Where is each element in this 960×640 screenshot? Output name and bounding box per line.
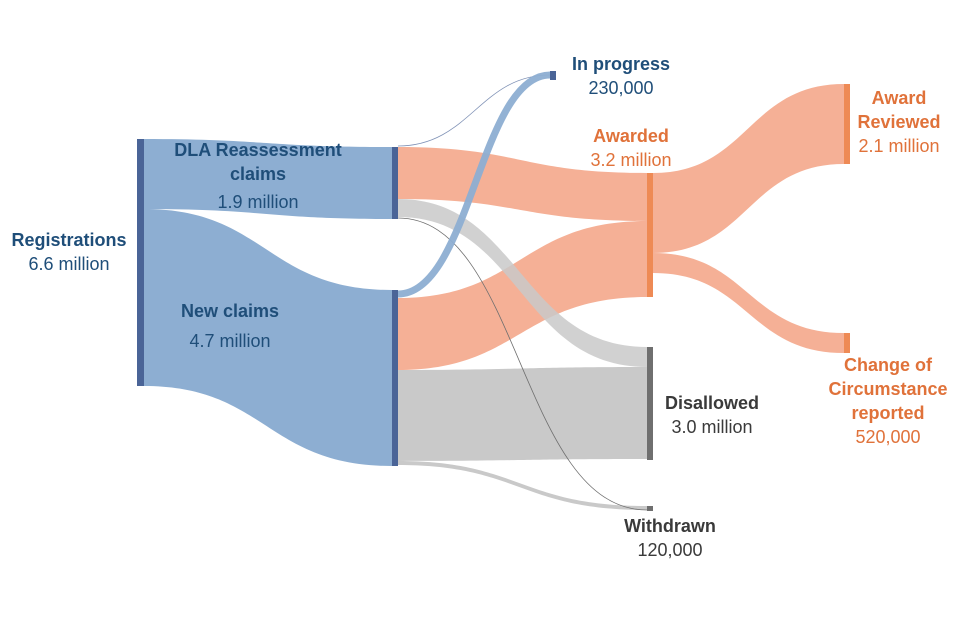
label-coc-name-line3: reported: [851, 403, 925, 423]
label-coc-value: 520,000: [855, 427, 921, 447]
flow-registrations-to-dla: [144, 139, 392, 219]
label-dla-name-line2: claims: [229, 164, 287, 184]
label-award-reviewed-name-line1: Award: [871, 88, 927, 108]
flow-dla-to-withdrawn: [397, 217, 648, 511]
label-withdrawn-name: Withdrawn: [624, 516, 716, 536]
label-in-progress-name: In progress: [571, 54, 671, 74]
label-new-claims-value: 4.7 million: [189, 331, 271, 351]
label-dla-name-line1: DLA Reassessment: [174, 140, 342, 160]
label-new-claims-name: New claims: [180, 301, 280, 321]
label-award-reviewed-value: 2.1 million: [858, 136, 940, 156]
node-bar-registrations: [137, 139, 144, 386]
label-in-progress-value: 230,000: [588, 78, 654, 98]
node-bar-in-progress: [550, 71, 556, 80]
label-registrations: Registrations 6.6 million: [2, 228, 136, 276]
label-awarded-value: 3.2 million: [590, 150, 672, 170]
label-new-claims: New claims 4.7 million: [160, 299, 300, 353]
label-withdrawn: Withdrawn 120,000: [606, 514, 734, 562]
label-withdrawn-value: 120,000: [637, 540, 703, 560]
node-bar-award-reviewed: [844, 84, 850, 164]
node-bar-withdrawn: [647, 506, 653, 511]
label-registrations-name: Registrations: [11, 230, 127, 250]
flow-registrations-to-new-claims: [144, 209, 392, 466]
label-awarded-name: Awarded: [593, 126, 669, 146]
flow-new-claims-to-awarded: [398, 221, 647, 370]
label-awarded: Awarded 3.2 million: [566, 124, 696, 172]
label-coc-name-line2: Circumstance: [828, 379, 948, 399]
label-coc-name-line1: Change of: [844, 355, 932, 375]
label-in-progress: In progress 230,000: [556, 52, 686, 100]
flow-dla-to-awarded: [398, 147, 647, 221]
node-bar-dla: [392, 147, 398, 219]
flow-dla-to-disallowed: [398, 199, 647, 367]
label-disallowed: Disallowed 3.0 million: [650, 391, 774, 439]
label-dla: DLA Reassessment claims 1.9 million: [148, 138, 368, 214]
label-award-reviewed: Award Reviewed 2.1 million: [840, 86, 958, 158]
flow-dla-to-in-progress: [397, 74, 551, 147]
node-bar-disallowed: [647, 347, 653, 460]
flow-new-claims-to-in-progress: [397, 71, 551, 298]
label-change-of-circumstance: Change of Circumstance reported 520,000: [818, 353, 958, 449]
flow-new-claims-to-withdrawn: [398, 461, 647, 510]
label-dla-value: 1.9 million: [217, 192, 299, 212]
label-disallowed-name: Disallowed: [664, 393, 760, 413]
flow-awarded-to-change-of-circumstance: [653, 253, 844, 353]
node-bar-awarded: [647, 173, 653, 297]
node-bar-new-claims: [392, 290, 398, 466]
label-award-reviewed-name-line2: Reviewed: [857, 112, 941, 132]
flow-new-claims-to-disallowed: [398, 367, 647, 461]
flow-awarded-to-award-reviewed: [653, 84, 844, 253]
node-bar-change-of-circumstance: [844, 333, 850, 353]
label-disallowed-value: 3.0 million: [671, 417, 753, 437]
label-registrations-value: 6.6 million: [28, 254, 110, 274]
